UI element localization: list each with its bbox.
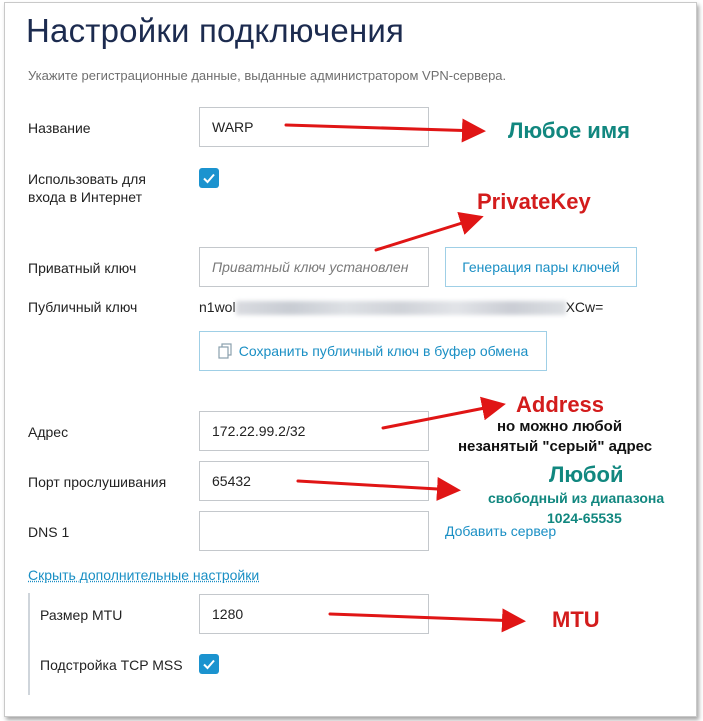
hide-advanced-settings-link[interactable]: Скрыть дополнительные настройки bbox=[28, 567, 260, 583]
copy-icon bbox=[218, 343, 232, 359]
generate-keys-button[interactable]: Генерация пары ключей bbox=[445, 247, 637, 287]
annotation-port-any: Любой bbox=[549, 462, 624, 487]
annotation-any-name: Любое имя bbox=[508, 118, 630, 143]
annotation-port-note-1: свободный из диапазона bbox=[488, 490, 665, 506]
private-key-input[interactable]: Приватный ключ установлен bbox=[199, 247, 429, 287]
annotation-port-note-2: 1024-65535 bbox=[547, 510, 622, 526]
public-key-label: Публичный ключ bbox=[28, 299, 138, 315]
address-input[interactable]: 172.22.99.2/32 bbox=[199, 411, 429, 451]
address-label: Адрес bbox=[28, 424, 69, 440]
public-key-blurred bbox=[235, 301, 566, 316]
private-key-label: Приватный ключ bbox=[28, 260, 137, 276]
copy-public-key-button[interactable]: Сохранить публичный ключ в буфер обмена bbox=[199, 331, 547, 371]
dns-input[interactable] bbox=[199, 511, 429, 551]
port-label: Порт прослушивания bbox=[28, 474, 167, 490]
use-internet-label-1: Использовать для bbox=[28, 171, 146, 187]
mtu-label: Размер MTU bbox=[40, 607, 123, 623]
tcp-mss-label: Подстройка TCP MSS bbox=[40, 657, 183, 673]
copy-button-label: Сохранить публичный ключ в буфер обмена bbox=[238, 343, 529, 359]
annotation-address-note-1: но можно любой bbox=[497, 418, 623, 435]
arrow-to-private-key bbox=[374, 211, 484, 252]
tcp-mss-checkbox[interactable] bbox=[199, 654, 219, 674]
checkmark-icon bbox=[203, 173, 215, 184]
arrow-to-name bbox=[284, 118, 486, 143]
arrow-to-port bbox=[296, 476, 461, 501]
public-key-prefix: n1wol bbox=[199, 299, 236, 315]
annotation-address: Address bbox=[516, 392, 605, 417]
public-key-value: n1wol XCw= bbox=[199, 298, 603, 316]
checkmark-icon bbox=[203, 659, 215, 670]
advanced-section-bar bbox=[28, 593, 30, 695]
annotation-mtu: MTU bbox=[552, 607, 600, 632]
public-key-suffix: XCw= bbox=[565, 299, 604, 315]
page-subtitle: Укажите регистрационные данные, выданные… bbox=[28, 68, 507, 83]
annotation-private-key: PrivateKey bbox=[477, 189, 591, 214]
name-label: Название bbox=[28, 120, 91, 136]
add-server-link[interactable]: Добавить сервер bbox=[445, 523, 557, 539]
dns-label: DNS 1 bbox=[28, 524, 70, 540]
use-internet-label-2: входа в Интернет bbox=[28, 189, 143, 205]
arrow-to-address bbox=[381, 396, 506, 430]
arrow-to-mtu bbox=[328, 608, 526, 633]
page-title: Настройки подключения bbox=[26, 12, 405, 49]
mtu-input[interactable]: 1280 bbox=[199, 594, 429, 634]
use-internet-checkbox[interactable] bbox=[199, 168, 219, 188]
annotation-address-note-2: незанятый "серый" адрес bbox=[458, 438, 653, 455]
